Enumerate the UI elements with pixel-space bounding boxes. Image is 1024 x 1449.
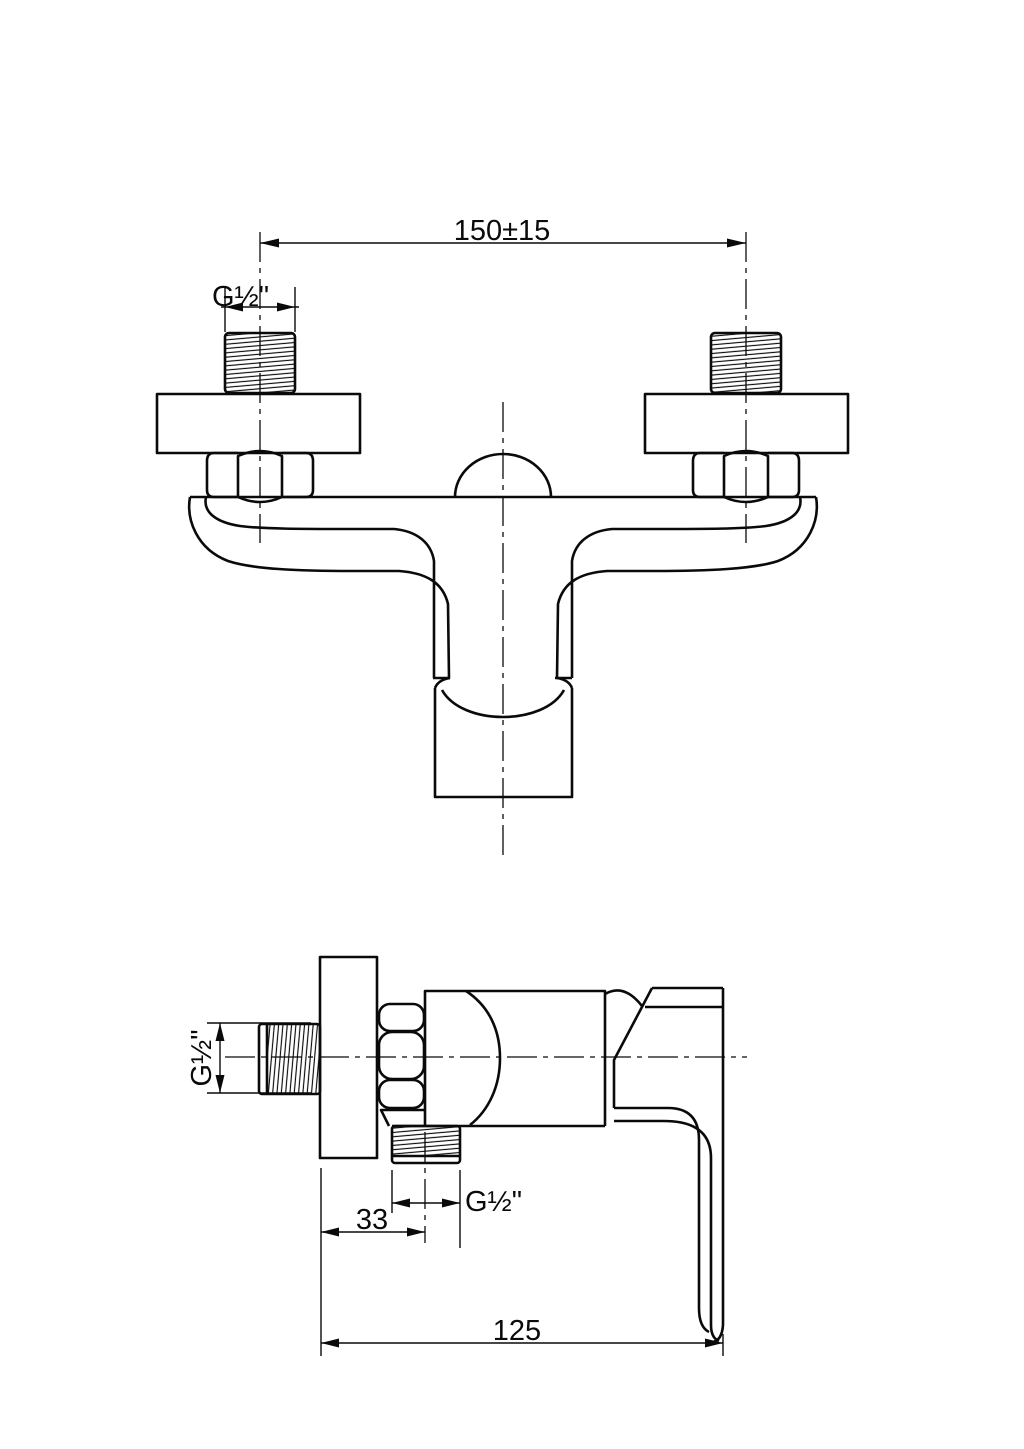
dim-inlet-thread-front-arrow-right	[277, 302, 295, 312]
side-outlet-thread	[390, 1124, 462, 1165]
side-nut-bottom-facet	[377, 1078, 426, 1110]
front-nut-left-facet	[205, 451, 238, 499]
front-body-outer-contour-right	[555, 496, 819, 679]
side-escutcheon	[318, 955, 379, 1160]
dim-label-overall-depth: 125	[493, 1315, 541, 1347]
front-body-outer-contour-left	[187, 496, 451, 679]
dim-label-inlet-thread-side: G½"	[186, 1029, 218, 1086]
dim-label-center-distance: 150±15	[454, 215, 551, 247]
side-outlet-thread-hatch	[393, 1127, 459, 1156]
side-inlet-thread-hatch	[268, 1025, 319, 1093]
front-outlet-corner-fillets	[433, 676, 574, 689]
side-handle-outer-edge	[712, 988, 725, 1344]
side-handle	[604, 986, 725, 1344]
dim-inlet-thread-front: G½"	[212, 281, 299, 332]
side-body-outline	[423, 989, 607, 1126]
front-right-inlet-stud-threads	[712, 334, 780, 392]
side-nut-center-facet	[377, 1030, 426, 1081]
dim-outlet-thread: G½"	[391, 1170, 522, 1248]
side-body	[392, 989, 607, 1128]
front-outlet-body	[433, 688, 574, 799]
dim-overall-depth-arrow-right	[705, 1338, 723, 1348]
side-inlet-thread	[257, 1022, 322, 1096]
dim-center-distance-arrow-left	[260, 238, 279, 248]
side-outlet-thread-outline	[390, 1124, 462, 1165]
side-handle-cap-arc	[604, 989, 644, 1007]
side-nut-top-facet	[377, 1002, 426, 1033]
dim-inlet-thread-side-arrow-top	[215, 1023, 225, 1041]
side-handle-slant	[612, 987, 654, 1108]
side-view: G½"	[186, 955, 747, 1356]
side-nut-skirt	[379, 1108, 424, 1127]
front-left-inlet-stud	[223, 331, 297, 395]
dim-overall-depth-arrow-left	[321, 1338, 339, 1348]
front-nut-right-facet	[282, 451, 315, 499]
front-right-inlet-stud	[709, 331, 783, 395]
side-body-cartridge-arc	[465, 989, 502, 1127]
front-body-inner-contour-left	[204, 496, 436, 678]
front-right-escutcheon	[643, 392, 850, 455]
side-hex-nut	[377, 1002, 426, 1127]
front-left-inlet-stud-threads	[226, 334, 294, 392]
dim-outlet-offset-arrow-right	[407, 1227, 425, 1237]
dim-outlet-thread-arrow-right	[442, 1198, 460, 1208]
front-nut-center-facet	[236, 449, 284, 504]
dim-outlet-offset: 33	[320, 1168, 425, 1356]
front-body-inner-contour-right	[570, 496, 802, 678]
front-outlet	[433, 676, 574, 799]
dim-label-outlet-thread: G½"	[465, 1186, 522, 1218]
dim-inlet-thread-side-arrow-bottom	[215, 1075, 225, 1093]
dim-inlet-thread-front-extensions	[224, 287, 296, 332]
dim-outlet-thread-extensions	[391, 1170, 461, 1248]
dim-center-distance: 150±15	[260, 215, 746, 248]
front-view: 150±15 G½"	[155, 215, 850, 855]
dim-outlet-thread-arrow-left	[392, 1198, 410, 1208]
front-body	[187, 452, 819, 679]
dim-overall-depth: 125	[321, 1315, 724, 1356]
dim-inlet-thread-side-extensions	[207, 1022, 311, 1094]
dim-label-outlet-offset: 33	[356, 1204, 388, 1236]
front-outlet-inner-arc	[440, 689, 566, 719]
front-left-escutcheon	[155, 392, 362, 455]
side-handle-lever-inner-line-1	[614, 1106, 710, 1334]
front-body-dome	[453, 452, 553, 498]
dim-outlet-offset-arrow-left	[321, 1227, 339, 1237]
dim-inlet-thread-side: G½"	[186, 1022, 311, 1094]
dim-inlet-thread-front-arrow-left	[225, 302, 243, 312]
side-handle-lever-inner-line-2	[614, 1119, 720, 1343]
dim-center-distance-arrow-right	[727, 238, 746, 248]
dim-label-inlet-thread-front: G½"	[212, 281, 269, 313]
